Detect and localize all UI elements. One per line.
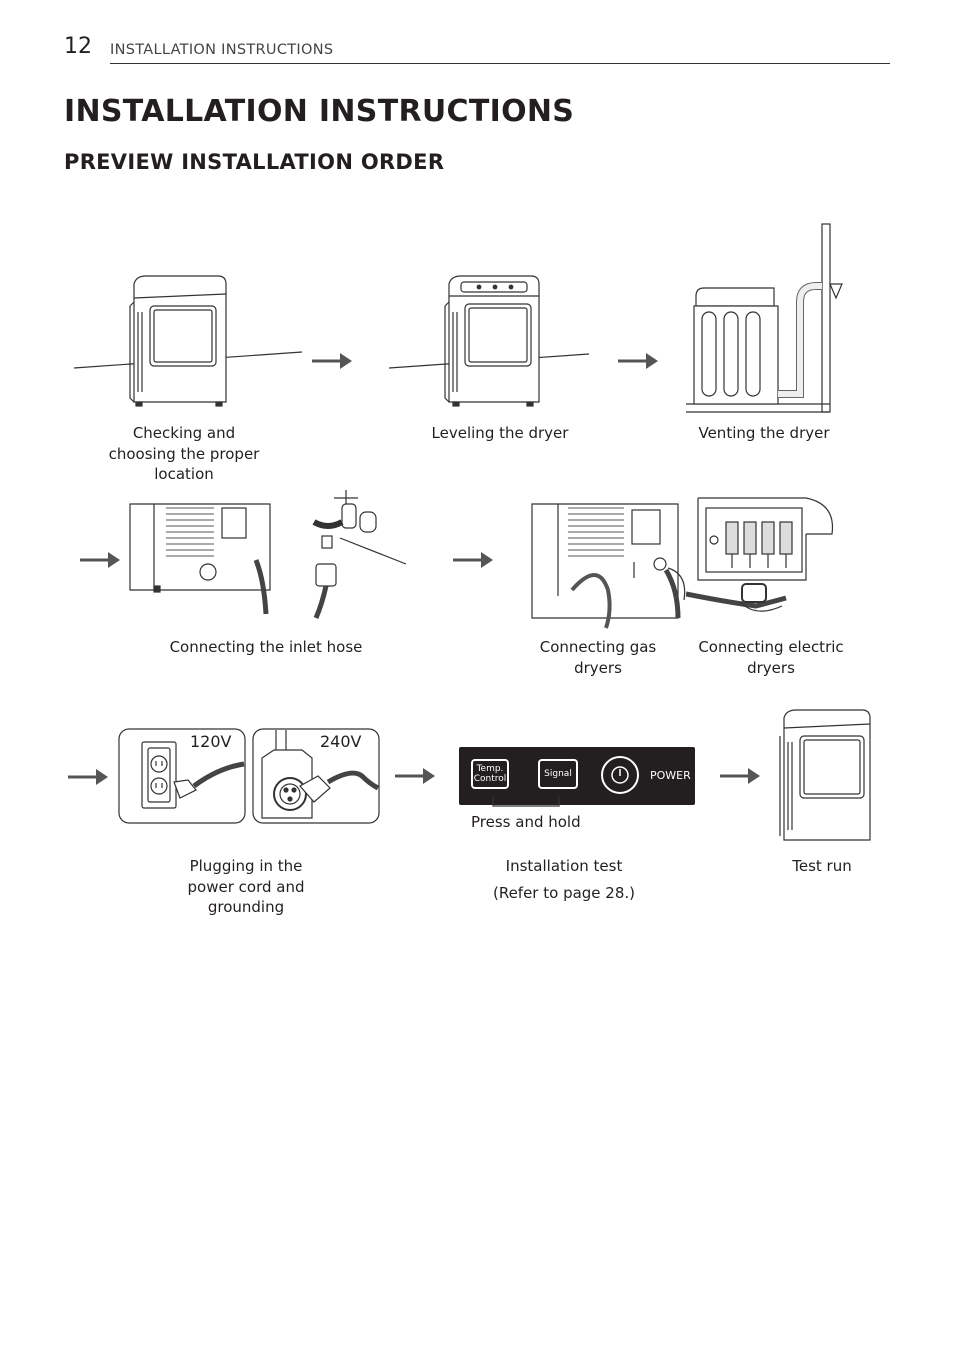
- arrow-right-icon: [453, 552, 493, 568]
- step-caption-location: Checking and choosing the proper locatio…: [108, 424, 260, 483]
- section-title: PREVIEW INSTALLATION ORDER: [64, 150, 445, 174]
- step-caption-electric: Connecting electric dryers: [698, 638, 844, 677]
- location-dryer-illustration: [73, 275, 303, 407]
- step-caption-install-test-ref: (Refer to page 28.): [492, 884, 636, 902]
- arrow-right-icon: [395, 768, 435, 784]
- step-caption-gas: Connecting gas dryers: [539, 638, 657, 677]
- power-label: POWER: [650, 769, 691, 782]
- arrow-right-icon: [312, 353, 352, 369]
- voltage-label-240v: 240V: [320, 732, 362, 751]
- arrow-right-icon: [80, 552, 120, 568]
- arrow-right-icon: [720, 768, 760, 784]
- temp-control-label-1: Temp.: [476, 764, 504, 774]
- step-caption-venting: Venting the dryer: [698, 424, 830, 442]
- step-caption-power-cord: Plugging in the power cord and grounding: [187, 857, 305, 916]
- test-run-dryer-illustration: [779, 709, 871, 841]
- inlet-hose-illustration: [129, 490, 407, 619]
- press-hold-bracket: [492, 796, 560, 807]
- step-caption-leveling: Leveling the dryer: [431, 424, 569, 442]
- page-number: 12: [64, 34, 92, 59]
- power-icon: [611, 766, 629, 784]
- arrow-right-icon: [618, 353, 658, 369]
- temp-control-button[interactable]: Temp. Control: [471, 759, 509, 789]
- outlet-240v-illustration: [252, 728, 380, 824]
- temp-control-label-2: Control: [473, 774, 507, 784]
- signal-button[interactable]: Signal: [538, 759, 578, 789]
- press-hold-label: Press and hold: [471, 813, 581, 831]
- power-button[interactable]: [601, 756, 639, 794]
- venting-dryer-illustration: [686, 223, 843, 413]
- running-header: INSTALLATION INSTRUCTIONS: [110, 42, 334, 58]
- signal-label: Signal: [544, 769, 572, 779]
- leveling-dryer-illustration: [388, 275, 590, 407]
- step-caption-test-run: Test run: [792, 857, 852, 875]
- control-panel: Temp. Control Signal POWER: [459, 747, 695, 805]
- step-caption-inlet-hose: Connecting the inlet hose: [169, 638, 363, 656]
- gas-connection-illustration: [531, 503, 686, 629]
- page-title: INSTALLATION INSTRUCTIONS: [64, 94, 575, 129]
- step-caption-install-test: Installation test: [505, 857, 623, 875]
- electric-connection-illustration: [686, 497, 834, 612]
- arrow-right-icon: [68, 769, 108, 785]
- voltage-label-120v: 120V: [190, 732, 232, 751]
- header-rule: [110, 63, 890, 64]
- outlet-120v-illustration: [118, 728, 246, 824]
